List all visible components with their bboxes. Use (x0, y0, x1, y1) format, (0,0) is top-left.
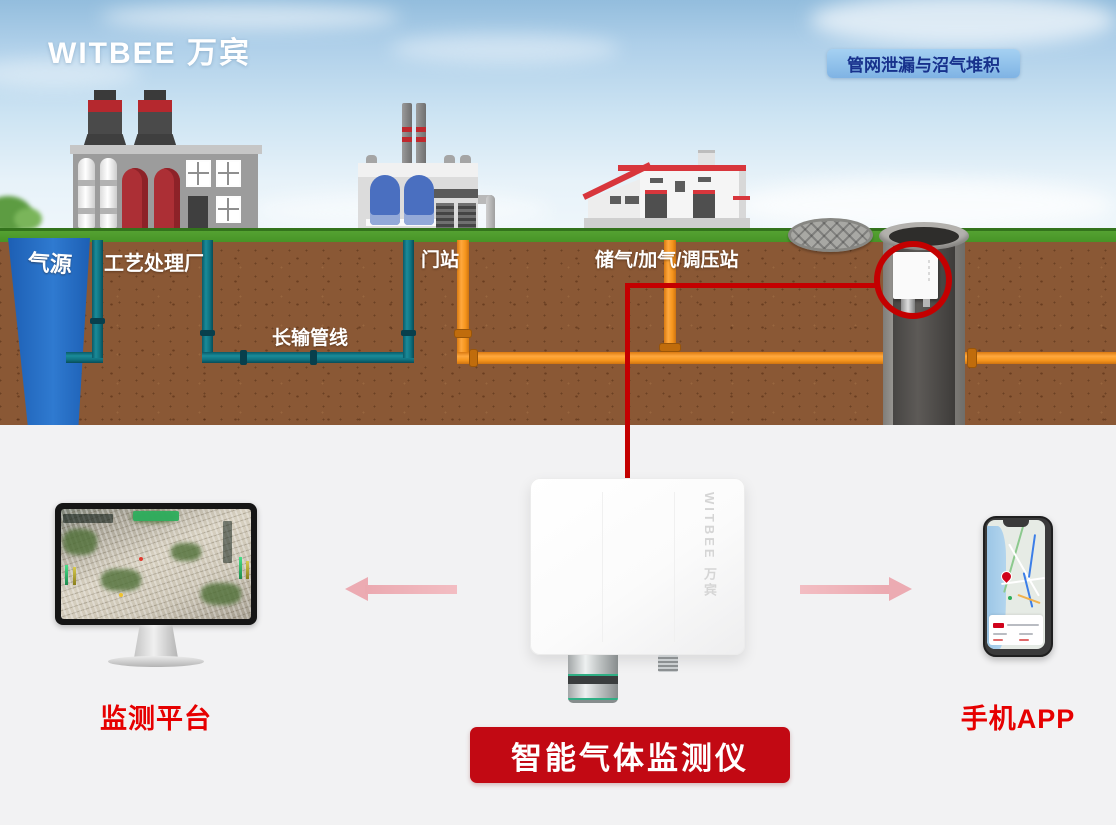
device-brand-text: WITBEE 万宾 (702, 492, 717, 600)
highlight-circle (874, 241, 952, 319)
pipe-teal-tank-link (66, 352, 103, 363)
pipe-teal-riser (92, 240, 103, 358)
callout-line-horizontal (625, 283, 877, 288)
platform-label: 监测平台 (100, 704, 212, 734)
monitor-base (108, 656, 204, 667)
arrow-to-platform (345, 577, 457, 601)
label-transmission-pipeline: 长输管线 (272, 328, 349, 349)
cable-connector (658, 655, 678, 672)
pipe-joint (968, 349, 976, 367)
label-gas-source: 气源 (27, 249, 73, 278)
pipe-teal-riser (403, 240, 414, 358)
gas-sensor-probe (568, 655, 618, 703)
pipe-joint (660, 344, 680, 351)
monitor-screen-map (61, 509, 251, 619)
pipe-joint (90, 318, 105, 324)
pipe-joint (200, 330, 215, 336)
pipe-teal-transmission (202, 352, 414, 363)
pipe-orange-main (457, 352, 1116, 364)
cloud (730, 180, 1116, 230)
label-storage-station: 储气/加气/调压站 (595, 250, 739, 271)
callout-line-vertical (625, 283, 630, 479)
pipe-joint (455, 330, 471, 337)
pipe-joint (240, 350, 247, 365)
cloud (0, 58, 140, 88)
pipe-orange-riser (457, 240, 469, 358)
gate-station-illustration (358, 103, 498, 232)
app-info-card (989, 615, 1043, 645)
label-process-plant: 工艺处理厂 (104, 253, 204, 275)
phone-mockup (983, 516, 1053, 657)
pipe-joint (470, 350, 477, 366)
label-gate-station: 门站 (421, 250, 460, 271)
phone-notch (1003, 520, 1029, 527)
pipe-teal-riser (202, 240, 213, 358)
device-enclosure (530, 478, 745, 655)
pipe-joint (310, 350, 317, 365)
monitor-mockup (55, 503, 257, 667)
arrow-head-left-icon (345, 577, 368, 601)
pipe-orange-riser (664, 240, 676, 352)
device-banner: 智能气体监测仪 (470, 727, 790, 783)
phone-screen-map (987, 520, 1045, 649)
cloud (810, 0, 1116, 46)
process-plant-illustration (70, 90, 282, 228)
arrow-to-app (800, 577, 912, 601)
bush (14, 208, 42, 230)
manhole-cover (788, 218, 873, 252)
topic-badge: 管网泄漏与沼气堆积 (827, 49, 1020, 78)
cloud (390, 34, 620, 64)
witbee-logo: WITBEE 万宾 (48, 37, 251, 70)
arrow-head-right-icon (889, 577, 912, 601)
cloud (100, 4, 400, 30)
pipe-joint (401, 330, 416, 336)
monitor-stand (134, 625, 178, 658)
gas-detector-device: WITBEE 万宾 (530, 478, 745, 720)
storage-station-illustration (582, 150, 750, 228)
app-label: 手机APP (960, 704, 1076, 734)
